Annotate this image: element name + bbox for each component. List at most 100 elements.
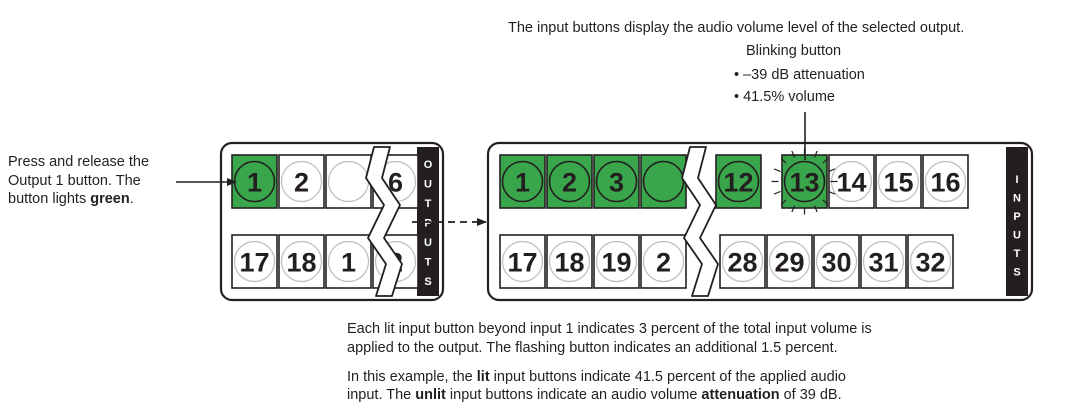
blink-ray bbox=[828, 190, 836, 195]
input-button-bottom-6-label: 29 bbox=[774, 248, 804, 278]
input-button-2[interactable]: 2 bbox=[546, 154, 593, 209]
input-button-bottom-8-label: 31 bbox=[868, 248, 898, 278]
unlit-emphasis: unlit bbox=[415, 387, 446, 403]
input-button-bottom-7[interactable]: 30 bbox=[813, 234, 860, 289]
blink-ray bbox=[813, 150, 818, 158]
blink-ray bbox=[780, 157, 787, 164]
input-button-bottom-5[interactable]: 28 bbox=[719, 234, 766, 289]
blink-ray bbox=[791, 150, 796, 158]
inputs-label-bar bbox=[1006, 147, 1028, 296]
outputs-break-mark bbox=[365, 146, 403, 297]
output-button-bottom-2-label: 18 bbox=[286, 248, 316, 278]
bottom-caption-line3-c: input buttons indicate 41.5 percent of t… bbox=[489, 369, 846, 385]
bottom-caption-line4-a: input. The bbox=[347, 387, 416, 403]
outputs-label-letter: T bbox=[425, 257, 432, 269]
input-button-bottom-3-label: 19 bbox=[601, 248, 631, 278]
input-button-1-label: 1 bbox=[515, 168, 530, 198]
input-button-9-label: 16 bbox=[930, 168, 960, 198]
bottom-caption-line4: input. The unlit input buttons indicate … bbox=[347, 386, 842, 404]
inputs-label-letter: T bbox=[1014, 248, 1021, 260]
left-caption-line2: Output 1 button. The bbox=[8, 173, 141, 189]
green-emphasis: green bbox=[90, 191, 130, 207]
input-button-5-label: 12 bbox=[723, 168, 753, 198]
input-button-2-label: 2 bbox=[562, 168, 577, 198]
input-button-bottom-4-label: 2 bbox=[656, 248, 671, 278]
left-caption-line3: button lights green. bbox=[8, 190, 134, 208]
input-button-bottom-9[interactable]: 32 bbox=[907, 234, 954, 289]
output-button-bottom-2[interactable]: 18 bbox=[278, 234, 325, 289]
input-button-7[interactable]: 14 bbox=[828, 154, 875, 209]
input-button-bottom-2[interactable]: 18 bbox=[546, 234, 593, 289]
bottom-caption-line3: In this example, the lit input buttons i… bbox=[347, 368, 846, 386]
attenuation-emphasis: attenuation bbox=[701, 387, 780, 403]
lit-emphasis: lit bbox=[476, 369, 490, 385]
bottom-caption-line3-a: In this example, the bbox=[347, 369, 477, 385]
blinking-button-title: Blinking button bbox=[746, 43, 842, 59]
input-button-bottom-3[interactable]: 19 bbox=[593, 234, 640, 289]
bottom-caption-line2: applied to the output. The flashing butt… bbox=[347, 340, 838, 356]
blink-ray bbox=[780, 199, 787, 206]
input-button-bottom-9-label: 32 bbox=[915, 248, 945, 278]
input-button-5[interactable]: 12 bbox=[715, 154, 762, 209]
blink-ray bbox=[773, 168, 781, 173]
output-button-4-label: 6 bbox=[388, 168, 403, 198]
outputs-label-letter: T bbox=[425, 198, 432, 210]
input-button-bottom-4[interactable]: 2 bbox=[640, 234, 687, 289]
output-button-bottom-3[interactable]: 1 bbox=[325, 234, 372, 289]
output-button-3[interactable] bbox=[325, 154, 372, 209]
input-button-bottom-1[interactable]: 17 bbox=[499, 234, 546, 289]
left-caption-line1: Press and release the bbox=[8, 154, 150, 170]
outputs-label-letter: U bbox=[424, 237, 432, 249]
input-button-bottom-5-label: 28 bbox=[727, 248, 757, 278]
blink-ray bbox=[791, 205, 796, 213]
output-button-bottom-3-label: 1 bbox=[341, 248, 356, 278]
output-button-2-label: 2 bbox=[294, 168, 309, 198]
blink-ray bbox=[828, 168, 836, 173]
bullet-attenuation: • –39 dB attenuation bbox=[734, 67, 865, 83]
left-caption-line3-post: . bbox=[129, 191, 134, 207]
input-button-4[interactable] bbox=[640, 154, 687, 209]
input-button-1[interactable]: 1 bbox=[499, 154, 546, 209]
input-button-9[interactable]: 16 bbox=[922, 154, 969, 209]
input-button-bottom-2-label: 18 bbox=[554, 248, 584, 278]
input-button-bottom-8[interactable]: 31 bbox=[860, 234, 907, 289]
blink-ray bbox=[813, 205, 818, 213]
bullet-volume: • 41.5% volume bbox=[734, 89, 835, 105]
input-button-bottom-6[interactable]: 29 bbox=[766, 234, 813, 289]
inputs-label-letter: N bbox=[1013, 193, 1021, 205]
inputs-label-letter: I bbox=[1015, 174, 1018, 186]
input-button-bottom-1-label: 17 bbox=[507, 248, 537, 278]
blink-ray bbox=[822, 157, 829, 164]
bottom-caption-line1: Each lit input button beyond input 1 ind… bbox=[347, 321, 872, 337]
output-button-bottom-1-label: 17 bbox=[239, 248, 269, 278]
bottom-caption-line4-c: input buttons indicate an audio volume bbox=[445, 387, 702, 403]
outputs-label-letter: S bbox=[424, 276, 431, 288]
output-button-1[interactable]: 1 bbox=[231, 154, 278, 209]
outputs-label-letter: P bbox=[424, 218, 431, 230]
input-button-bottom-7-label: 30 bbox=[821, 248, 851, 278]
top-note: The input buttons display the audio volu… bbox=[508, 20, 965, 36]
input-button-3-label: 3 bbox=[609, 168, 624, 198]
input-button-8[interactable]: 15 bbox=[875, 154, 922, 209]
inputs-label-letter: P bbox=[1013, 211, 1020, 223]
input-button-7-label: 14 bbox=[836, 168, 866, 198]
outputs-label-letter: O bbox=[424, 159, 433, 171]
input-button-6[interactable]: 13 bbox=[781, 154, 828, 209]
blink-ray bbox=[822, 199, 829, 206]
output-button-1-label: 1 bbox=[247, 168, 262, 198]
input-button-6-label: 13 bbox=[789, 168, 819, 198]
blink-ray bbox=[773, 190, 781, 195]
output-button-2[interactable]: 2 bbox=[278, 154, 325, 209]
output-button-bottom-1[interactable]: 17 bbox=[231, 234, 278, 289]
outputs-label-letter: U bbox=[424, 179, 432, 191]
blink-rays bbox=[771, 148, 838, 215]
inputs-label-letter: S bbox=[1013, 267, 1020, 279]
inputs-break-mark bbox=[681, 146, 719, 297]
input-button-3[interactable]: 3 bbox=[593, 154, 640, 209]
bottom-caption-line4-e: of 39 dB. bbox=[779, 387, 842, 403]
left-caption-line3-pre: button lights bbox=[8, 191, 91, 207]
